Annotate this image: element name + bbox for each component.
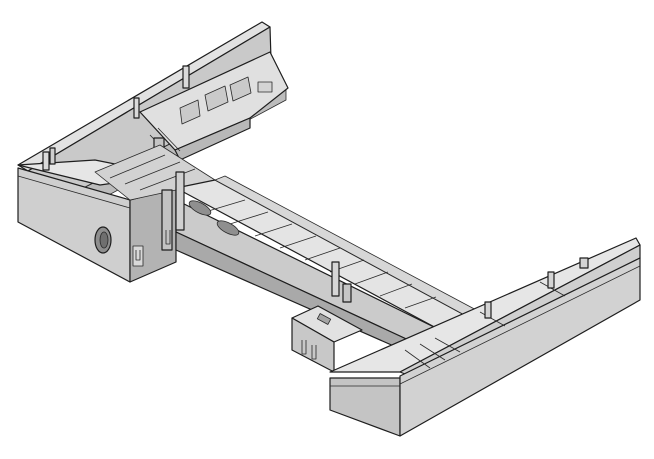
spine-guide-post-bar bbox=[331, 261, 340, 297]
right-block-post-a bbox=[484, 301, 492, 319]
corner-post-b bbox=[49, 147, 56, 165]
left-bay-rib-1 bbox=[109, 154, 166, 179]
right-block-side-face bbox=[399, 257, 641, 437]
corner-post-a bbox=[42, 151, 50, 171]
left-block-rib-line bbox=[17, 175, 131, 209]
rear-post-a bbox=[133, 97, 140, 119]
spine-guide-post bbox=[331, 261, 352, 303]
spine-rib bbox=[204, 199, 246, 213]
spine-rib bbox=[354, 271, 389, 285]
right-block-post-c bbox=[579, 257, 589, 269]
latch-hook-right bbox=[311, 345, 317, 360]
latch-slot bbox=[316, 313, 332, 325]
center-spine bbox=[161, 171, 481, 363]
spine-clip-hook bbox=[165, 230, 171, 245]
left-corner-posts bbox=[42, 65, 190, 171]
spine-cutout bbox=[188, 200, 212, 216]
right-end-block bbox=[329, 237, 641, 437]
rear-post-b bbox=[182, 65, 190, 89]
spine-rib bbox=[304, 247, 341, 261]
spine-rib bbox=[254, 223, 293, 237]
right-block-post-b bbox=[547, 271, 555, 289]
bracket-slot-3 bbox=[179, 99, 201, 125]
left-bay-rib-2 bbox=[124, 161, 181, 185]
spine-rib bbox=[229, 211, 269, 225]
right-block-rib bbox=[419, 343, 446, 361]
latch-hook-left bbox=[301, 340, 307, 355]
left-block-latch bbox=[132, 245, 144, 267]
right-block-top-lip bbox=[399, 265, 641, 385]
spine-rib bbox=[404, 296, 437, 309]
spine-cutout bbox=[216, 220, 240, 236]
spine-end-post bbox=[175, 171, 185, 231]
left-bay-rib-3 bbox=[139, 168, 196, 191]
spine-end-clip bbox=[161, 189, 173, 251]
right-block-rib bbox=[404, 349, 431, 369]
bracket-tab bbox=[257, 81, 273, 93]
right-block-rib bbox=[434, 337, 461, 353]
right-block-front-face bbox=[329, 377, 401, 437]
right-block-rib bbox=[539, 281, 566, 297]
spine-rib bbox=[279, 235, 317, 249]
right-block-rib bbox=[479, 311, 506, 327]
bracket-slot-1 bbox=[204, 85, 229, 112]
left-block-hole-inner bbox=[99, 231, 109, 249]
right-block-ribs bbox=[404, 281, 566, 369]
spine-guide-post-foot bbox=[342, 283, 352, 303]
bracket-strut-2 bbox=[157, 127, 181, 152]
bracket-slot-2 bbox=[229, 76, 252, 102]
spine-rib bbox=[379, 283, 413, 297]
left-block-latch-hook bbox=[135, 250, 141, 261]
